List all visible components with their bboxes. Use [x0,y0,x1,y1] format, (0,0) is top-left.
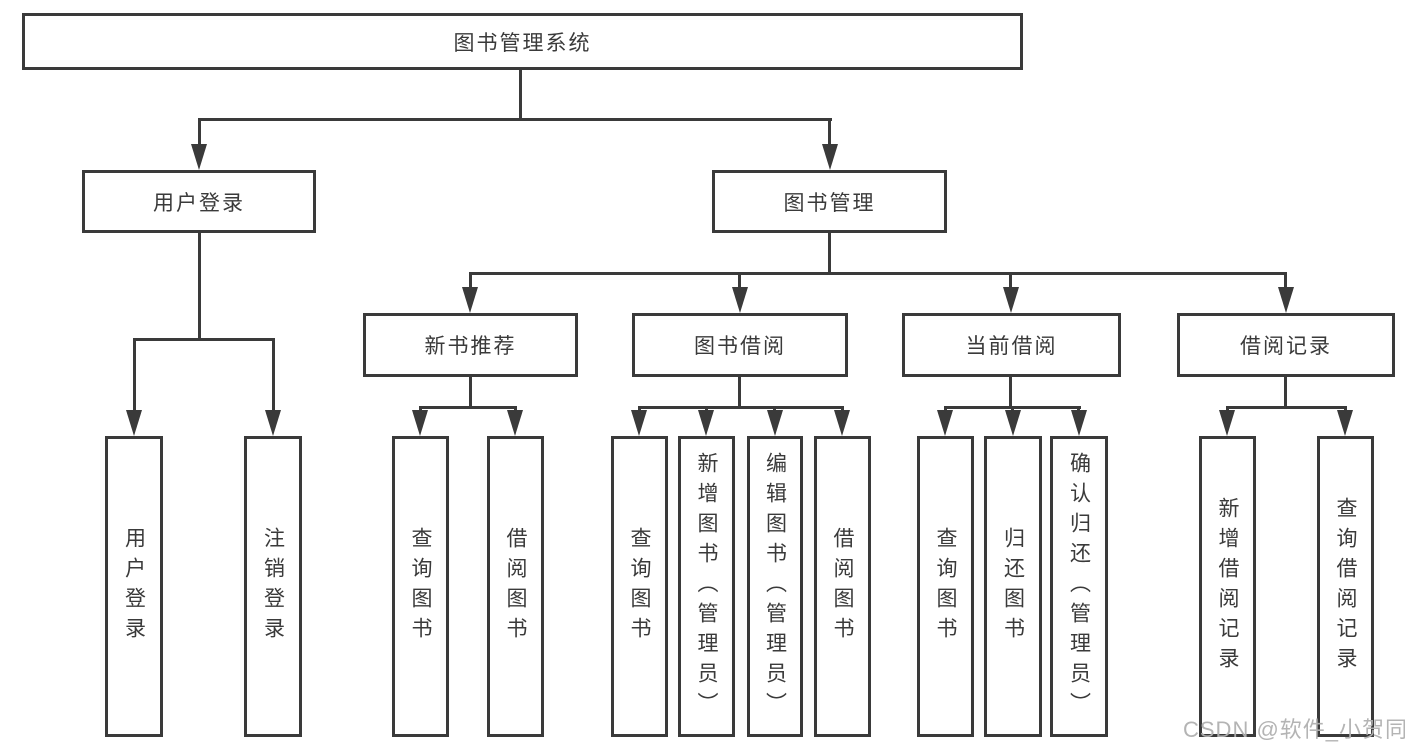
arrowhead-user-login [191,144,207,170]
connector-root-stem [519,69,522,121]
node-borrowing-records-label: 借阅记录 [1240,335,1332,358]
leaf-borrow-books-newbook-label: 借阅图书 [504,526,527,647]
node-current-borrowing-label: 当前借阅 [965,335,1058,358]
connector-records-stem [1284,377,1287,408]
leaf-edit-book-admin-label: 编辑图书（管理员） [763,451,787,722]
leaf-query-books-newbook: 查询图书 [392,436,449,737]
leaf-add-book-admin-label: 新增图书（管理员） [695,451,718,722]
connector-shaft-book-mgmt [828,118,831,150]
arrowhead-leaf-login [126,410,142,436]
arrowhead-nb-query [412,410,428,436]
leaf-borrow-books-newbook: 借阅图书 [487,436,544,737]
node-current-borrowing: 当前借阅 [902,313,1121,377]
arrowhead-records [1278,287,1294,313]
connector-newbook-stem [469,377,472,408]
leaf-query-borrow-record-label: 查询借阅记录 [1334,496,1357,677]
node-root: 图书管理系统 [22,13,1023,70]
node-user-login: 用户登录 [82,170,316,233]
arrowhead-book-mgmt [822,144,838,170]
leaf-edit-book-admin: 编辑图书（管理员） [747,436,803,737]
node-new-book-recommendation: 新书推荐 [363,313,578,377]
node-book-management: 图书管理 [712,170,947,233]
connector-shaft-leaf-login [133,338,136,414]
connector-mgmt-stem [828,233,831,275]
arrowhead-leaf-logout [265,410,281,436]
watermark: CSDN @软件_小贺同学 [1183,717,1405,742]
node-borrowing-records: 借阅记录 [1177,313,1395,377]
connector-shaft-borrowing [738,272,741,292]
leaf-user-login: 用户登录 [105,436,163,737]
arrowhead-bb-add [698,410,714,436]
leaf-add-book-admin: 新增图书（管理员） [678,436,735,737]
arrowhead-borrowing [732,287,748,313]
arrowhead-current [1003,287,1019,313]
arrowhead-cb-confirm [1071,410,1087,436]
connector-root-rail [198,118,832,121]
arrowhead-newbook [462,287,478,313]
leaf-query-books-borrowing: 查询图书 [611,436,668,737]
connector-login-rail [133,338,275,341]
connector-records-rail [1226,406,1347,409]
leaf-user-login-label: 用户登录 [122,526,146,647]
leaf-logout-label: 注销登录 [261,526,285,647]
arrowhead-br-add [1219,410,1235,436]
leaf-add-borrow-record: 新增借阅记录 [1199,436,1256,737]
leaf-add-borrow-record-label: 新增借阅记录 [1216,496,1239,677]
leaf-query-books-newbook-label: 查询图书 [409,526,432,647]
arrowhead-nb-borrow [507,410,523,436]
arrowhead-br-query [1337,410,1353,436]
node-root-label: 图书管理系统 [453,31,592,55]
leaf-query-books-current: 查询图书 [917,436,974,737]
leaf-query-books-current-label: 查询图书 [934,526,957,647]
connector-shaft-leaf-logout [272,338,275,414]
leaf-borrow-books-borrowing-label: 借阅图书 [831,526,854,647]
leaf-borrow-books-borrowing: 借阅图书 [814,436,871,737]
leaf-logout: 注销登录 [244,436,302,737]
connector-shaft-newbook [469,272,472,292]
connector-borrowing-rail [638,406,844,409]
arrowhead-cb-return [1005,410,1021,436]
connector-borrowing-stem [738,377,741,408]
leaf-return-book: 归还图书 [984,436,1042,737]
arrowhead-bb-borrow [834,410,850,436]
connector-current-stem [1009,377,1012,408]
connector-shaft-user-login [198,118,201,150]
leaf-confirm-return-admin-label: 确认归还（管理员） [1067,451,1091,722]
node-new-book-recommendation-label: 新书推荐 [424,335,517,358]
node-book-borrowing-label: 图书借阅 [694,335,786,358]
arrowhead-bb-query [631,410,647,436]
connector-shaft-records [1284,272,1287,292]
connector-shaft-current [1009,272,1012,292]
node-user-login-label: 用户登录 [153,191,245,215]
arrowhead-bb-edit [767,410,783,436]
arrowhead-cb-query [937,410,953,436]
leaf-confirm-return-admin: 确认归还（管理员） [1050,436,1108,737]
connector-newbook-rail [419,406,517,409]
leaf-query-borrow-record: 查询借阅记录 [1317,436,1374,737]
leaf-return-book-label: 归还图书 [1001,526,1025,647]
connector-login-stem [198,233,201,340]
node-book-borrowing: 图书借阅 [632,313,848,377]
leaf-query-books-borrowing-label: 查询图书 [628,526,651,647]
connector-mgmt-rail [469,272,1287,275]
node-book-management-label: 图书管理 [783,191,876,215]
